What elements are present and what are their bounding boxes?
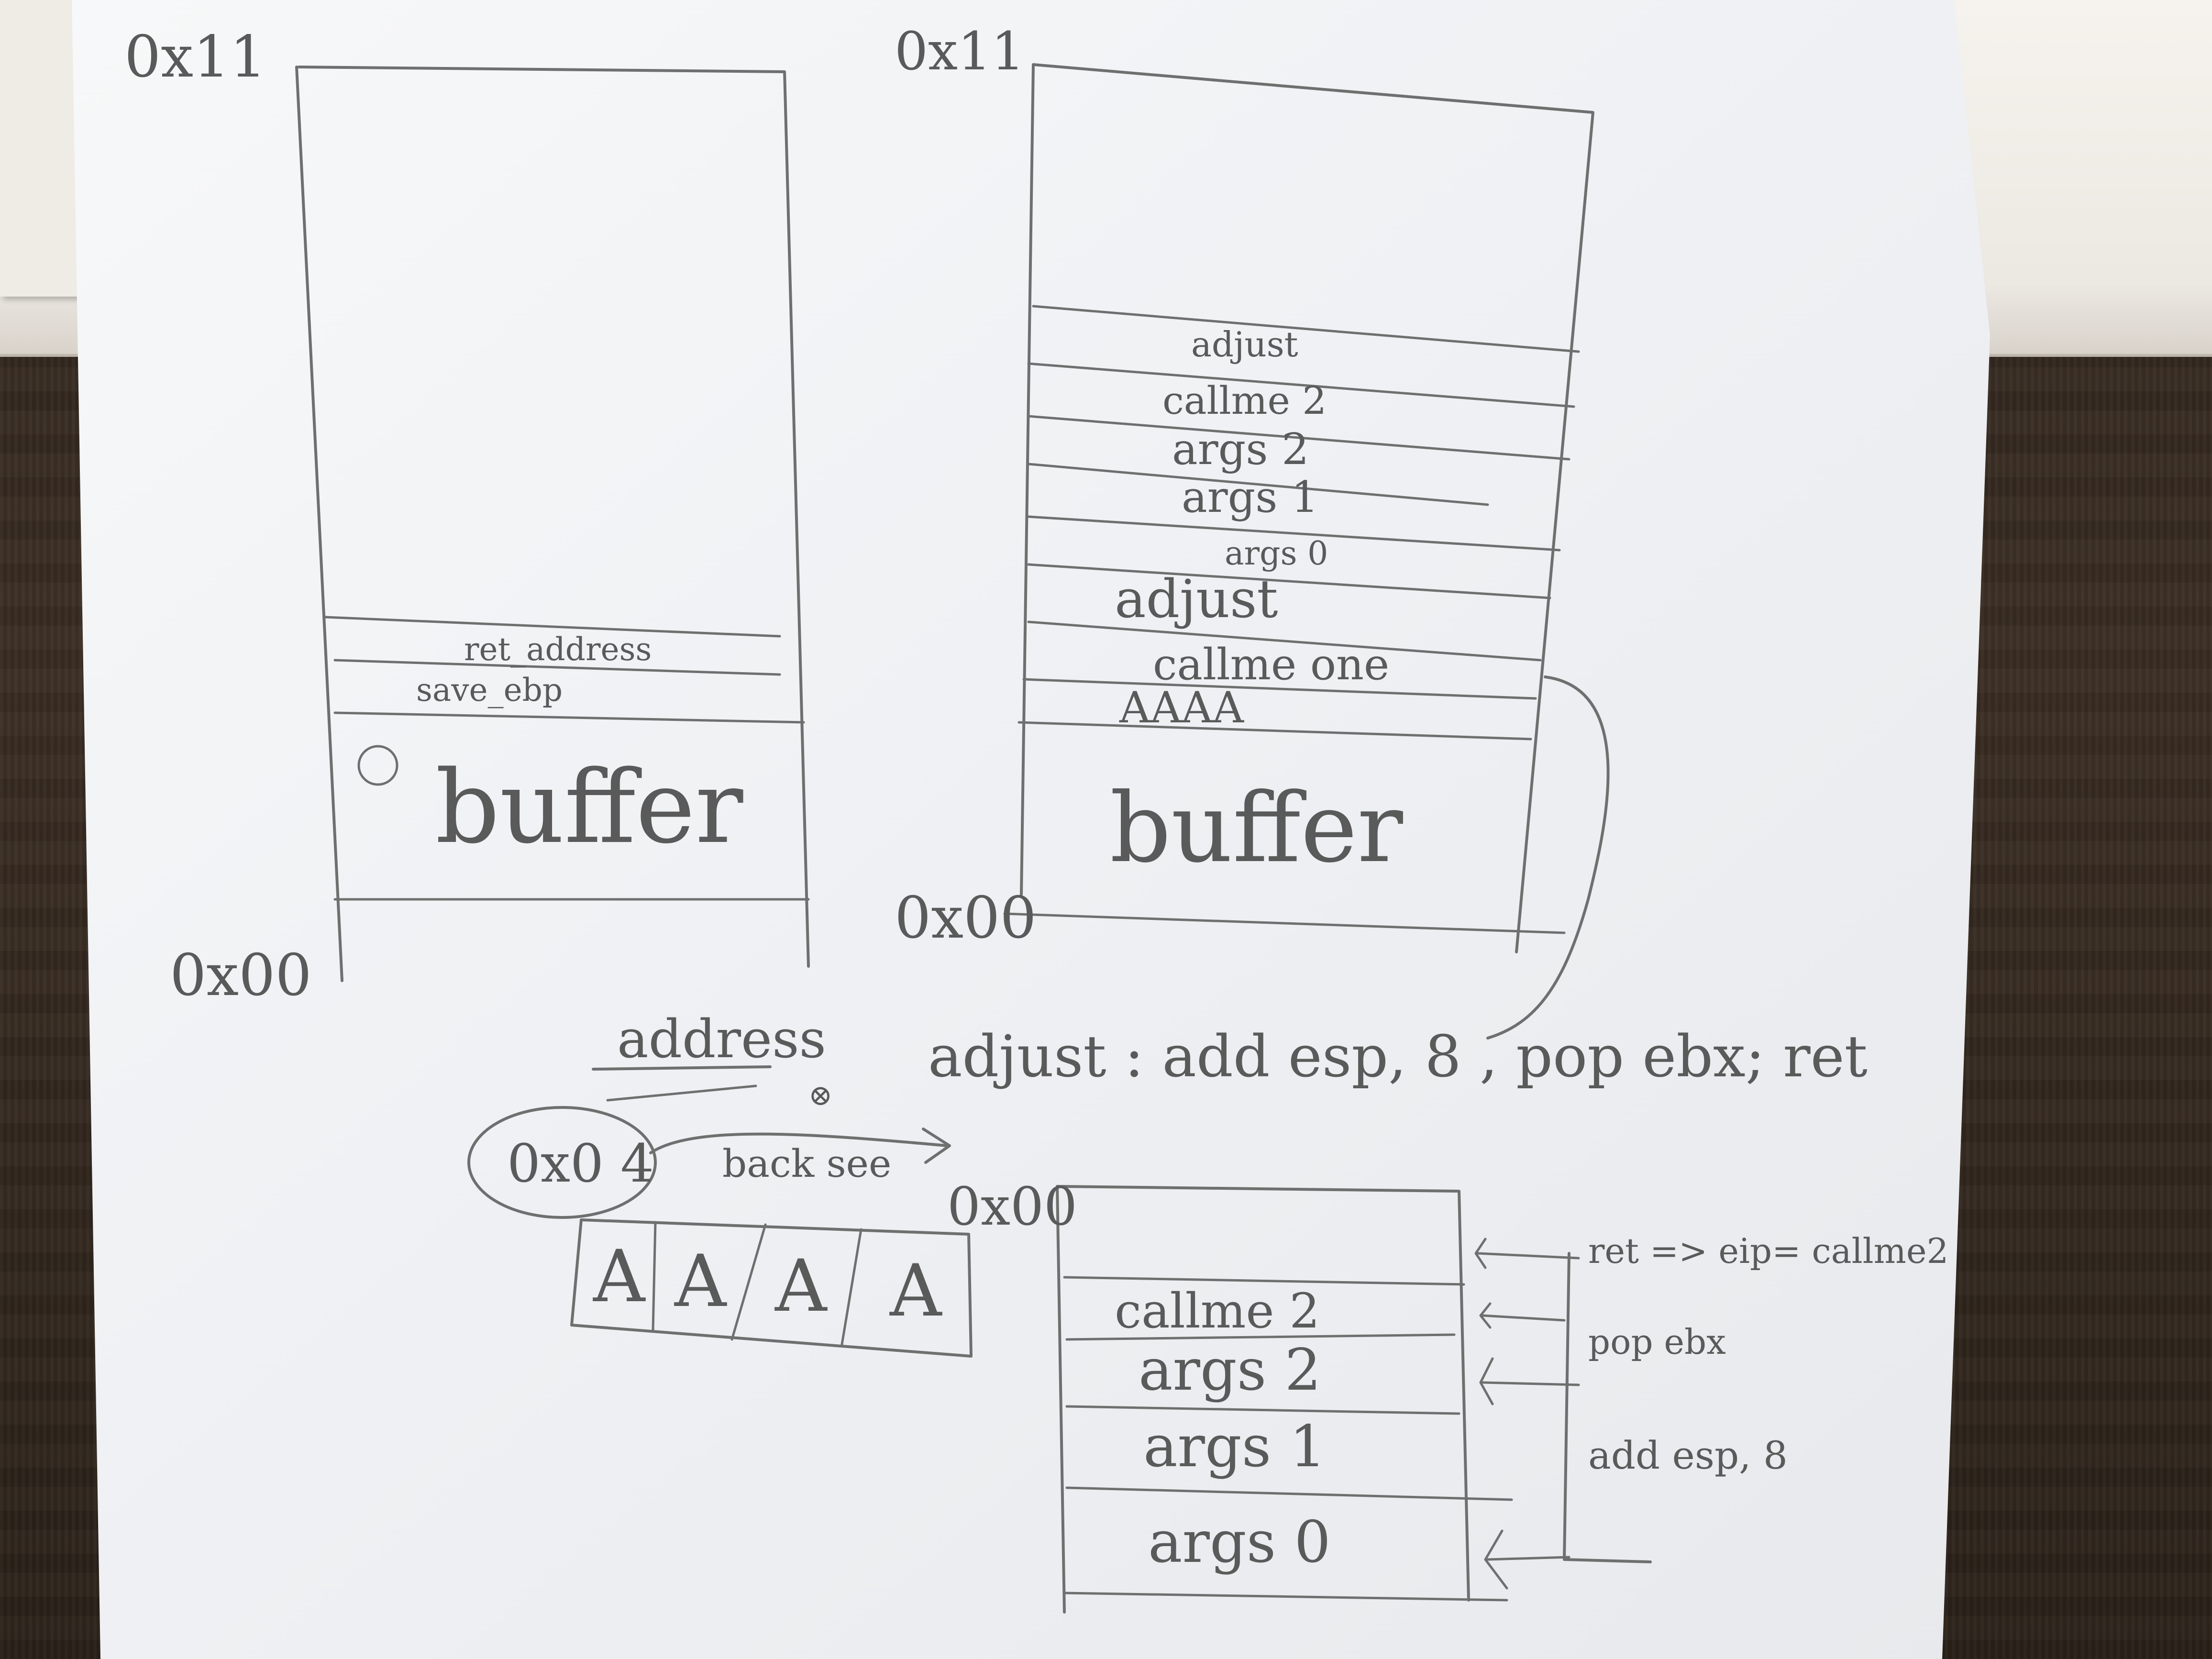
paper — [72, 0, 1990, 1659]
left-buffer-label: buffer — [435, 749, 743, 866]
right-row-line — [1022, 678, 1537, 700]
address-underline — [592, 1065, 772, 1071]
left-row-line — [324, 616, 781, 638]
left-row-ret-address: ret_address — [464, 631, 652, 668]
left-bottom-address: 0x00 — [170, 942, 312, 1009]
bottom-row-line — [1065, 1486, 1513, 1501]
bottom-stack-left-edge — [1056, 1185, 1066, 1614]
bottom-row-line — [1065, 1405, 1460, 1415]
right-stack-left-edge — [1020, 63, 1035, 896]
cell-divider — [652, 1221, 657, 1331]
left-stack: ret_address save_ebp buffer 0x11 0x00 — [124, 24, 810, 1009]
right-row-callme-one: callme one — [1153, 640, 1389, 690]
right-row-line — [1027, 563, 1551, 599]
bottom-row-args2: args 2 — [1139, 1337, 1321, 1404]
cell-divider — [730, 1223, 767, 1341]
cell-a: A — [889, 1250, 942, 1333]
pointer-arrow — [1486, 1556, 1571, 1561]
arrow-line — [649, 1132, 949, 1154]
right-row-adjust-2: adjust — [1115, 568, 1278, 630]
bottom-stack-frame — [1056, 1185, 1470, 1602]
right-row-line — [1027, 415, 1571, 461]
pointer-arrow-head — [1484, 1529, 1508, 1590]
right-row-args1: args 1 — [1182, 472, 1318, 522]
bottom-row-args0: args 0 — [1148, 1509, 1331, 1576]
address-circle — [467, 1106, 657, 1219]
scribble-mark — [357, 745, 398, 786]
bottom-stack: callme 2 args 2 args 1 args 0 0x00 ret =… — [947, 1176, 1948, 1614]
address-heading: address — [617, 1008, 826, 1070]
right-row-aaaa: AAAA — [1119, 683, 1244, 733]
bottom-row-args1: args 1 — [1143, 1414, 1326, 1480]
cell-a: A — [774, 1245, 828, 1328]
bottom-row-line — [1065, 1333, 1456, 1341]
pointer-arrow — [1477, 1252, 1580, 1260]
cell-a: A — [674, 1240, 727, 1323]
bottom-row-line — [1063, 1592, 1508, 1602]
annotation-ret: ret => eip= callme2 — [1588, 1231, 1948, 1271]
left-stack-frame — [298, 66, 810, 968]
scribble-mark: ⊗ — [808, 1079, 832, 1112]
right-row-args2: args 2 — [1172, 424, 1309, 475]
left-stack-left-edge — [295, 66, 343, 982]
right-row-line — [1027, 463, 1489, 506]
right-row-line — [1027, 620, 1542, 662]
right-row-line — [1027, 515, 1561, 552]
cells-box — [570, 1218, 973, 1358]
right-stack: adjust callme 2 args 2 args 1 args 0 adj… — [895, 21, 1610, 1040]
right-row-callme2: callme 2 — [1162, 378, 1327, 423]
right-row-line — [1027, 362, 1575, 408]
arrow-label: back see — [722, 1141, 891, 1186]
left-top-address: 0x11 — [124, 24, 266, 90]
bottom-row-callme2: callme 2 — [1115, 1283, 1320, 1339]
annotation-add-esp: add esp, 8 — [1588, 1433, 1788, 1478]
arrow-head — [922, 1128, 951, 1164]
right-top-address: 0x11 — [895, 21, 1025, 82]
right-stack-frame — [1032, 63, 1594, 953]
address-stroke — [606, 1084, 757, 1102]
cell-divider — [841, 1228, 863, 1346]
cell-a: A — [593, 1235, 646, 1318]
curved-arrow — [1486, 675, 1610, 1040]
right-bottom-address: 0x00 — [895, 885, 1037, 951]
pointer-arrow — [1482, 1314, 1566, 1322]
left-row-save-ebp: save_ebp — [416, 672, 563, 708]
left-row-line — [333, 659, 781, 676]
right-row-line — [1003, 912, 1566, 934]
notes: adjust : add esp, 8 , pop ebx; ret addre… — [467, 1008, 1868, 1358]
pointer-arrow-head — [1479, 1302, 1492, 1329]
pointer-arrow-head — [1479, 1357, 1494, 1405]
bottom-row-line — [1063, 1276, 1465, 1286]
right-row-line — [1032, 305, 1580, 353]
right-row-line — [1018, 721, 1532, 741]
annotation-pop-ebx: pop ebx — [1588, 1322, 1726, 1362]
adjust-definition: adjust : add esp, 8 , pop ebx; ret — [928, 1024, 1868, 1090]
pointer-arrow-head — [1474, 1238, 1487, 1269]
left-row-line — [333, 711, 805, 724]
bottom-stack-address: 0x00 — [947, 1176, 1077, 1237]
pointer-arrow — [1482, 1381, 1580, 1386]
right-row-args0: args 0 — [1225, 535, 1328, 573]
right-buffer-label: buffer — [1110, 773, 1403, 884]
right-row-adjust: adjust — [1191, 324, 1298, 365]
annotation-bracket — [1563, 1252, 1652, 1563]
address-value: 0x0 4 — [507, 1133, 654, 1194]
